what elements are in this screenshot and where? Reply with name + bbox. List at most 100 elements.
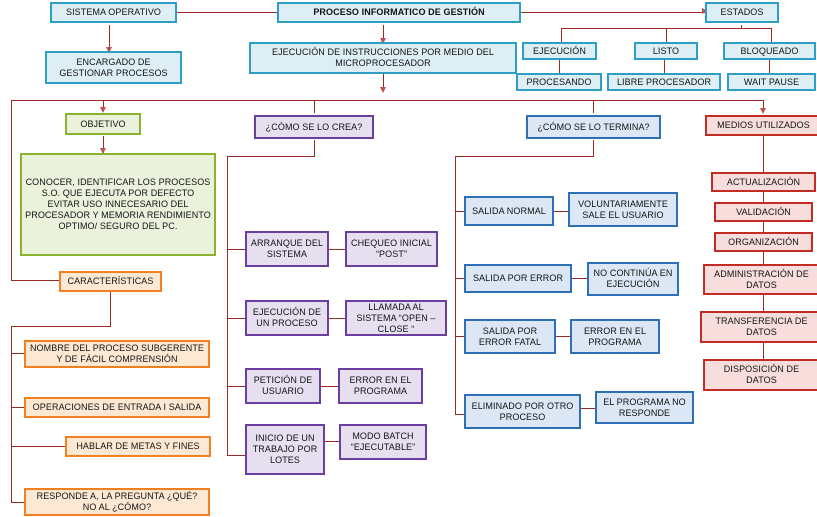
node-label: ERROR EN EL PROGRAMA [583, 325, 647, 347]
arrowhead-main-bus [380, 87, 386, 93]
node-label: LISTO [652, 45, 680, 56]
node-label: CHEQUEO INICIAL “POST” [350, 238, 432, 259]
connector-crea-pair-4 [325, 441, 339, 442]
node-como-se-crea-header[interactable]: ¿CÓMO SE LO CREA? [254, 115, 374, 139]
node-estados[interactable]: ESTADOS [705, 2, 779, 23]
node-termina-4-left[interactable]: ELIMINADO POR OTRO PROCESO [464, 394, 581, 429]
node-label: ORGANIZACIÓN [728, 236, 799, 247]
connector-estados-stem [741, 25, 742, 29]
connector-left-spine-upper [11, 100, 12, 280]
node-crea-1-left[interactable]: ARRANQUE DEL SISTEMA [245, 231, 329, 267]
node-sistema-operativo[interactable]: SISTEMA OPERATIVO [50, 2, 177, 23]
node-label: EJECUCIÓN DE INSTRUCCIONES POR MEDIO DEL… [271, 47, 495, 68]
node-medio-actualizacion[interactable]: ACTUALIZACIÓN [711, 172, 816, 192]
connector-estados-ejecucion [561, 28, 562, 42]
node-termina-2-right[interactable]: NO CONTINÚA EN EJECUCIÓN [587, 262, 679, 296]
connector-crea-bus [227, 156, 315, 157]
node-crea-4-right[interactable]: MODO BATCH “EJECUTABLE” [339, 424, 427, 460]
connector-crea-pair-2 [329, 318, 345, 319]
node-caracteristica-3[interactable]: HABLAR DE METAS Y FINES [65, 436, 211, 457]
connector-crea-row-4 [227, 455, 245, 456]
node-medio-administracion-datos[interactable]: ADMINISTRACIÓN DE DATOS [703, 264, 817, 295]
node-caracteristica-4[interactable]: RESPONDE A, LA PREGUNTA ¿QUÉ? NO AL ¿CÓM… [24, 488, 210, 516]
node-termina-1-right[interactable]: VOLUNTARIAMENTE SALE EL USUARIO [568, 192, 678, 227]
node-termina-3-right[interactable]: ERROR EN EL PROGRAMA [570, 319, 660, 354]
node-crea-3-left[interactable]: PETICIÓN DE USUARIO [245, 368, 321, 404]
node-objetivo-body[interactable]: CONOCER, IDENTIFICAR LOS PROCESOS S.O. Q… [20, 153, 216, 256]
connector-char-item-2 [11, 407, 24, 408]
node-label: OBJETIVO [80, 118, 126, 129]
node-crea-2-right[interactable]: LLAMADA AL SISTEMA “OPEN – CLOSE “ [345, 300, 447, 336]
connector-termina-row-2 [455, 278, 464, 279]
node-label: NO CONTINÚA EN EJECUCIÓN [593, 268, 673, 289]
node-ejecucion-instrucciones[interactable]: EJECUCIÓN DE INSTRUCCIONES POR MEDIO DEL… [249, 42, 517, 74]
connector-termina-row-4 [455, 414, 464, 415]
node-caracteristica-2[interactable]: OPERACIONES DE ENTRADA I SALIDA [24, 397, 210, 418]
node-termina-3-left[interactable]: SALIDA POR ERROR FATAL [464, 319, 556, 354]
node-libre-procesador[interactable]: LIBRE PROCESADOR [607, 73, 721, 91]
node-label: OPERACIONES DE ENTRADA I SALIDA [32, 402, 202, 412]
connector-char-item-3 [11, 446, 65, 447]
node-caracteristicas-header[interactable]: CARACTERÍSTICAS [59, 271, 162, 292]
node-crea-2-left[interactable]: EJECUCIÓN DE UN PROCESO [245, 300, 329, 336]
node-caracteristica-1[interactable]: NOMBRE DEL PROCESO SUBGERENTE Y DE FÁCIL… [24, 340, 210, 368]
node-label: EJECUCIÓN DE UN PROCESO [252, 307, 322, 328]
node-medio-disposicion-datos[interactable]: DISPOSICIÓN DE DATOS [703, 359, 817, 391]
connector-caracteristicas-bus [11, 326, 111, 327]
connector-left-to-caracteristicas [11, 280, 59, 281]
arrowhead-encargado [106, 47, 112, 53]
connector-medios-1 [763, 136, 764, 172]
node-medio-validacion[interactable]: VALIDACIÓN [714, 202, 813, 222]
connector-root-ejecucion [383, 25, 384, 42]
node-encargado-gestionar-procesos[interactable]: ENCARGADO DE GESTIONAR PROCESOS [45, 51, 182, 84]
node-estado-bloqueado[interactable]: BLOQUEADO [723, 42, 816, 60]
node-termina-2-left[interactable]: SALIDA POR ERROR [464, 264, 572, 293]
node-medio-transferencia-datos[interactable]: TRANSFERENCIA DE DATOS [700, 311, 817, 343]
connector-crea-row-2 [227, 318, 245, 319]
connector-caracteristicas-spine [11, 326, 12, 502]
connector-termina-row-1 [455, 211, 464, 212]
node-label: SALIDA POR ERROR [472, 273, 564, 283]
node-procesando[interactable]: PROCESANDO [516, 73, 602, 91]
node-label: PROCESANDO [526, 76, 592, 87]
node-crea-4-left[interactable]: INICIO DE UN TRABAJO POR LOTES [245, 424, 325, 475]
node-objetivo-header[interactable]: OBJETIVO [65, 113, 141, 135]
node-label: ESTADOS [720, 7, 764, 17]
connector-root-to-estados [521, 12, 705, 13]
connector-bloqueado-wait [769, 59, 770, 73]
arrowhead-medios [760, 108, 766, 114]
connector-termina-pair-1 [554, 211, 568, 212]
node-label: BLOQUEADO [740, 45, 799, 56]
node-wait-pause[interactable]: WAIT PAUSE [727, 73, 816, 91]
node-medio-organizacion[interactable]: ORGANIZACIÓN [714, 232, 813, 252]
connector-bus-medios [763, 100, 764, 111]
node-root-title[interactable]: PROCESO INFORMATICO DE GESTIÓN [277, 2, 521, 23]
node-label: ADMINISTRACIÓN DE DATOS [714, 268, 809, 290]
connector-main-bus [11, 100, 764, 101]
connector-root-to-so [177, 12, 277, 13]
connector-termina-stem [593, 140, 594, 156]
node-crea-3-right[interactable]: ERROR EN EL PROGRAMA [338, 368, 423, 404]
arrowhead-objetivo [100, 107, 106, 113]
node-termina-1-left[interactable]: SALIDA NORMAL [464, 196, 554, 226]
node-como-se-termina-header[interactable]: ¿CÓMO SE LO TERMINA? [526, 115, 661, 139]
node-estado-listo[interactable]: LISTO [634, 42, 698, 60]
connector-ejecucion-procesando [559, 59, 560, 73]
node-medios-header[interactable]: MEDIOS UTILIZADOS [705, 115, 817, 136]
node-label: PETICIÓN DE USUARIO [253, 375, 313, 396]
connector-estados-bloqueado [771, 28, 772, 42]
connector-termina-bus [455, 156, 594, 157]
connector-crea-pair-1 [329, 249, 345, 250]
node-label: DISPOSICIÓN DE DATOS [723, 364, 800, 385]
node-termina-4-right[interactable]: EL PROGRAMA NO RESPONDE [595, 391, 694, 424]
node-crea-1-right[interactable]: CHEQUEO INICIAL “POST” [345, 231, 438, 267]
connector-medios-4 [763, 252, 764, 264]
connector-objetivo-body [103, 136, 104, 153]
node-label: HABLAR DE METAS Y FINES [76, 441, 200, 451]
node-label: MODO BATCH “EJECUTABLE” [350, 431, 416, 452]
connector-termina-pair-3 [556, 336, 570, 337]
node-label: ENCARGADO DE GESTIONAR PROCESOS [59, 56, 168, 78]
connector-crea-row-3 [227, 386, 245, 387]
node-estado-ejecucion[interactable]: EJECUCIÓN [522, 42, 597, 60]
connector-crea-pair-3 [321, 386, 338, 387]
